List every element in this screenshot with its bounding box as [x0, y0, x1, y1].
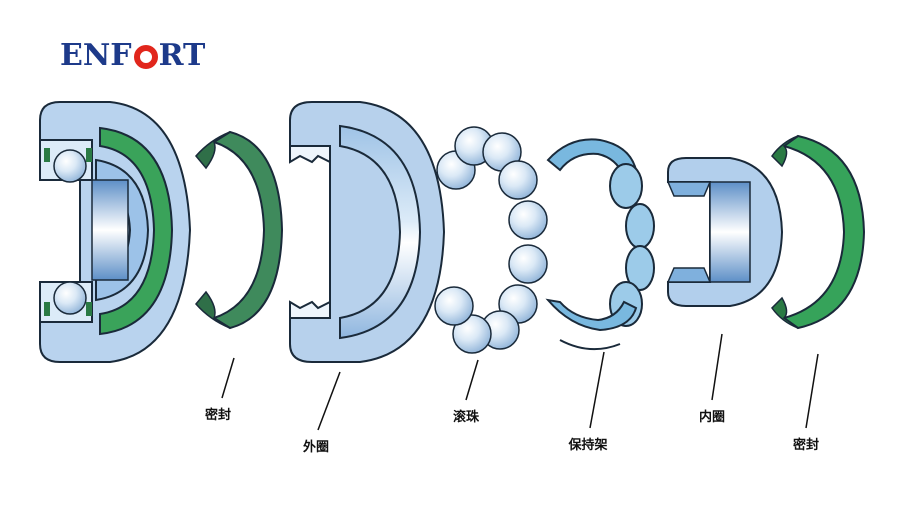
inner-ring-part	[666, 157, 784, 307]
label-inner-ring: 内圈	[698, 410, 726, 425]
outer-ring-part	[289, 101, 446, 363]
label-seal-left: 密封	[204, 408, 232, 423]
leader-outer-ring	[317, 371, 341, 431]
seal-left	[195, 130, 284, 330]
leader-balls	[465, 359, 479, 401]
label-seal-right: 密封	[792, 438, 820, 453]
leader-seal-left	[221, 357, 235, 399]
logo-text-part2: RT	[158, 38, 206, 73]
label-cage: 保持架	[568, 438, 608, 453]
ball	[452, 314, 492, 354]
assembled-seal	[99, 126, 174, 336]
assembled-bearing	[39, 101, 192, 363]
assembled-ball	[53, 281, 87, 315]
logo-text-part1: ENF	[60, 38, 132, 73]
logo-ring-icon	[133, 44, 158, 69]
ball	[508, 244, 548, 284]
enfort-logo: ENF RT	[60, 38, 205, 73]
ball	[508, 200, 548, 240]
assembled-bore	[91, 179, 129, 281]
ball	[434, 286, 474, 326]
leader-seal-right	[805, 353, 819, 429]
ball	[498, 160, 538, 200]
cage-part	[545, 138, 655, 351]
leader-inner-ring	[711, 333, 723, 401]
seal-right	[771, 134, 866, 330]
balls-part	[434, 126, 548, 354]
label-outer-ring: 外圈	[302, 440, 330, 455]
label-balls: 滚珠	[452, 410, 480, 425]
leader-cage	[589, 351, 605, 429]
assembled-ball	[53, 149, 87, 183]
leader-lines	[221, 333, 819, 431]
